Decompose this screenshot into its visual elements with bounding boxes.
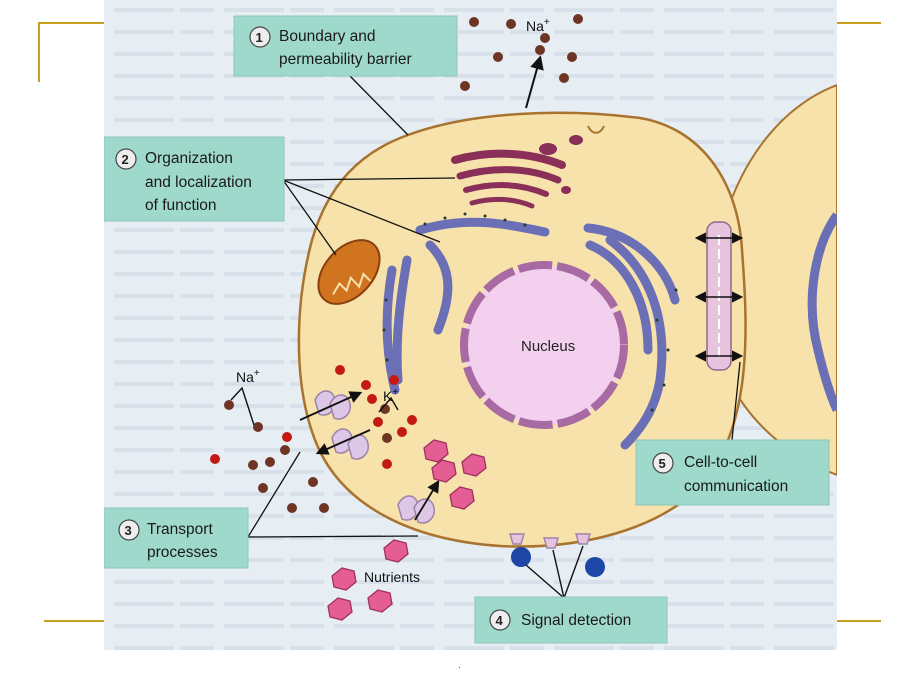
ribosome-dots (382, 212, 678, 412)
number-badge-icon (652, 452, 674, 474)
footer-mark: . (458, 660, 461, 671)
svg-text:Signal detection: Signal detection (521, 612, 631, 629)
na-ion-dots (224, 14, 583, 513)
svg-text:4: 4 (496, 613, 504, 628)
k-bracket (378, 396, 399, 413)
callout-boundary-permeability: 1 Boundary and permeability barrier (233, 15, 458, 77)
leader-lines (247, 73, 741, 538)
svg-text:2: 2 (122, 152, 129, 167)
decor-line-bottom-right (837, 620, 881, 622)
decor-line-bottom-left (44, 620, 104, 622)
receptor-icon (509, 533, 591, 549)
number-badge-icon (118, 519, 140, 541)
na-efflux-arrow (525, 55, 544, 109)
callout-transport-processes: 3 Transport processes (103, 507, 249, 569)
nucleus (460, 261, 628, 429)
svg-text:of function: of function (145, 197, 217, 214)
adjacent-er (807, 212, 842, 412)
nucleus-label: Nucleus (521, 338, 575, 355)
transport-protein-icon (314, 390, 435, 524)
number-badge-icon (249, 26, 271, 48)
na-label-top: Na+ (526, 17, 550, 34)
svg-text:processes: processes (147, 544, 218, 561)
cell-functions-figure: Nucleus (103, 0, 842, 650)
gap-junction-channel (706, 221, 732, 371)
svg-text:Organization: Organization (145, 150, 233, 167)
decor-line-top-left (38, 22, 104, 24)
signal-pointer-lines (525, 545, 584, 599)
svg-text:communication: communication (684, 478, 788, 495)
na-bracket-left (230, 386, 255, 426)
membrane-pit (587, 125, 605, 134)
transport-arrows (299, 391, 440, 521)
svg-text:permeability barrier: permeability barrier (279, 51, 412, 68)
svg-text:Transport: Transport (147, 521, 213, 538)
golgi-vesicles (539, 135, 583, 194)
number-badge-icon (115, 148, 137, 170)
svg-text:3: 3 (125, 523, 132, 538)
decor-line-top-right (837, 22, 881, 24)
callout-organization-localization: 2 Organization and localization of funct… (103, 136, 285, 222)
golgi-apparatus (451, 149, 566, 209)
k-ion-dots (210, 365, 417, 469)
na-label-left: Na+ (236, 368, 260, 385)
callout-signal-detection: 4 Signal detection (474, 596, 668, 644)
callout-cell-to-cell: 5 Cell-to-cell communication (635, 439, 830, 506)
signal-molecules (511, 547, 605, 577)
svg-text:and localization: and localization (145, 174, 252, 191)
nutrients-label: Nutrients (364, 569, 420, 585)
svg-text:Boundary and: Boundary and (279, 28, 376, 45)
svg-text:1: 1 (256, 30, 263, 45)
gap-junction-arrows (694, 232, 744, 362)
svg-text:5: 5 (659, 456, 666, 471)
number-badge-icon (489, 609, 511, 631)
k-label: K+ (383, 387, 398, 404)
nutrient-hexagon-icon (327, 439, 487, 621)
svg-text:Cell-to-cell: Cell-to-cell (684, 454, 757, 471)
mitochondrion (317, 239, 381, 305)
decor-line-left-vertical (38, 22, 40, 82)
